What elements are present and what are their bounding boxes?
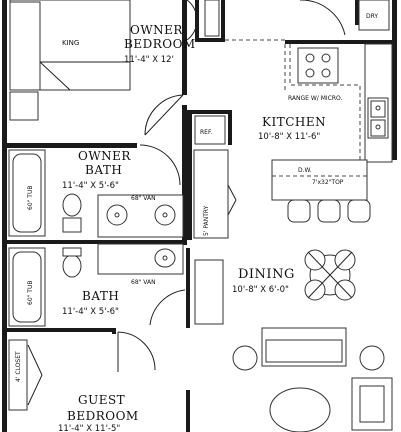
pantry: 5' PANTRY: [193, 149, 237, 239]
bed-headboard: [9, 1, 41, 91]
owner-bath-name-1: OWNER: [78, 149, 131, 163]
laundry: DRY: [300, 0, 390, 36]
guest-closet: 4' CLOSET: [8, 339, 43, 411]
closet-area: [8, 339, 28, 411]
guest-bedroom-dims: 11'-4" X 11'-5": [58, 424, 120, 432]
fridge-label: REF.: [200, 129, 212, 136]
guest-bedroom-name-2: BEDROOM: [67, 409, 139, 423]
bath-name: BATH: [82, 289, 119, 303]
stool: [347, 199, 371, 223]
kitchen-island: [271, 159, 368, 201]
dining-name: DINING: [238, 267, 295, 282]
owner-bedroom-name-2: BEDROOM: [124, 37, 196, 51]
living: [232, 327, 393, 432]
stool: [287, 199, 311, 223]
guest-bedroom: GUEST BEDROOM 11'-4" X 11'-5": [58, 393, 139, 432]
toilet-bath: [62, 254, 82, 278]
owner-bath: 60" TUB 68" VAN OWNER BATH 11'-4" X 5'-6…: [8, 144, 184, 238]
coffee-table: [269, 387, 331, 432]
pantry-label: 5' PANTRY: [203, 205, 210, 236]
bed-label: KING: [62, 39, 79, 47]
owner-bedroom-dims: 11'-4" X 12': [124, 55, 174, 65]
closet-shelf: [204, 0, 220, 37]
owner-bath-dims: 11'-4" X 5'-6": [62, 181, 119, 191]
side-table: [359, 345, 385, 371]
guest-bedroom-name-1: GUEST: [78, 393, 125, 407]
closet-label: 4' CLOSET: [15, 351, 22, 382]
stool: [317, 199, 341, 223]
sideboard: [194, 259, 224, 325]
bedroom-door-swing: [144, 94, 184, 136]
dining: DINING 10'-8" X 6'-0": [194, 249, 356, 325]
bath: 60" TUB 68" VAN BATH 11'-4" X 5'-6": [8, 243, 186, 327]
vanity-owner-label: 68" VAN: [131, 195, 156, 202]
dining-dims: 10'-8" X 6'-0": [232, 285, 289, 295]
owner-bath-name-2: BATH: [85, 163, 122, 177]
nightstand: [9, 91, 39, 121]
owner-bedroom-name-1: OWNER: [130, 23, 183, 37]
tub-bath-label: 60" TUB: [27, 281, 34, 305]
island-label: 7'x32"TOP: [312, 179, 344, 186]
range-label: RANGE W/ MICRO.: [288, 95, 343, 102]
vanity-bath-label: 68" VAN: [131, 279, 156, 286]
bath-dims: 11'-4" X 5'-6": [62, 307, 119, 317]
kitchen-name: KITCHEN: [262, 115, 326, 129]
kitchen: RANGE W/ MICRO. REF. D.W. 7'x32"TOP KITC…: [194, 43, 393, 223]
owner-bedroom: KING OWNER BEDROOM 11'-4" X 12': [9, 0, 198, 136]
refrigerator: [194, 115, 226, 145]
pantry-area: [193, 149, 229, 239]
toilet-owner: [62, 193, 82, 217]
side-table: [232, 345, 258, 371]
kitchen-dims: 10'-8" X 11'-6": [258, 132, 320, 142]
range: [297, 47, 339, 84]
dryer: [358, 0, 390, 31]
dryer-label: DRY: [366, 13, 378, 20]
dishwasher-label: D.W.: [298, 167, 312, 174]
tub-owner-label: 60" TUB: [27, 186, 34, 210]
